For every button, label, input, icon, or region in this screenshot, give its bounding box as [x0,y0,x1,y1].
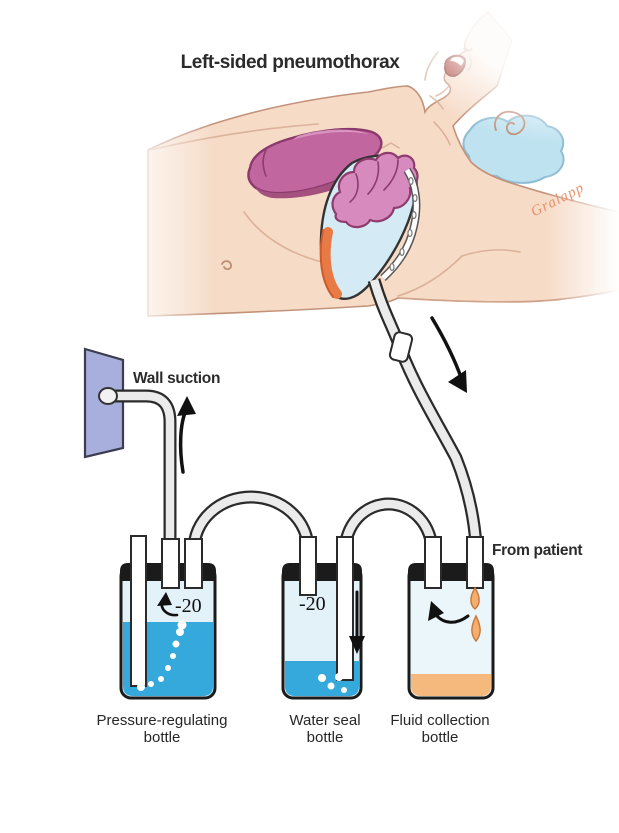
skin-chevron [381,142,400,149]
bottle2-arrow-head [349,636,365,654]
falling-droplet [471,614,481,643]
bottle2-seal-tube [336,536,354,681]
collapsed-lung-crease-2 [367,161,380,195]
bottle1-label-line2: bottle [143,729,181,746]
bottle2-label-line1: Water seal [289,712,361,729]
bottle-pressure-regulating [119,535,217,700]
chest-tube-hole [411,211,417,220]
bottle2-label-line2: bottle [306,729,344,746]
suction-tube [107,391,175,545]
belly-button [221,260,232,271]
wall-suction-unit [83,347,177,545]
chest-tube-hole [399,248,405,257]
arm-right-fade [545,175,619,315]
effusion-edge [319,229,334,298]
bottle1-label: Pressure-regulating bottle [77,712,247,746]
bottle1-arc-port [184,538,203,589]
page-title: Left-sided pneumothorax [180,52,400,73]
bottle1-suction-port [161,538,180,589]
patient-tube [367,278,483,546]
collapsed-lung-crease-3 [383,159,399,191]
left-body-fade [120,70,215,330]
flow-arrow-head [448,370,467,393]
from-patient-label: From patient [492,542,583,559]
suction-up-arrow [177,396,196,474]
bottle1-arrow-head [157,592,172,606]
suction-arrow-head [177,396,196,416]
bottle2-label: Water seal bottle [240,712,410,746]
arm-lower-line [397,297,561,303]
pleural-effusion [319,227,342,299]
chest-tube-hole [389,263,395,272]
tube-connector [388,331,414,363]
right-lung-fold [262,149,267,177]
chest-tube [380,167,421,281]
bottle-water-seal [281,536,365,700]
bottle3-arrow-head [428,601,444,621]
wall-suction-port-hole [98,387,118,405]
flow-arrow-shaft [430,316,464,382]
bottle2-bubbles [318,673,347,693]
bottle3-fluid [411,674,491,696]
patient-illustration [120,0,619,330]
bottle2-pressure-value: -20 [299,593,326,615]
chest-tube-hole [407,229,413,238]
right-lung-highlight [292,129,368,140]
collapsed-lung-crease-1 [349,173,359,203]
bottle2-inlet-port [299,536,317,596]
chest-tube-hole [412,194,418,203]
wall-suction-label: Wall suction [133,370,221,387]
bottle1-pressure-value: -20 [175,595,202,617]
arc-tube-2 [340,499,437,563]
left-lung-collapsed [331,151,419,229]
bottle1-vent-tube [130,535,147,687]
armpit-fold [397,249,521,297]
bottle3-outlet-port [424,536,442,589]
suction-arrow-shaft [178,408,188,474]
patient-tube-inner [369,278,481,546]
hanging-droplet [470,586,480,610]
bottle3-label-line2: bottle [421,729,459,746]
arc-tube-1 [189,492,313,563]
bottle-tubing [187,490,439,563]
bottle3-label-line1: Fluid collection [390,712,490,729]
chest-tube-hole [408,177,414,186]
bottle3-arrow-shaft [434,613,470,624]
bottle1-label-line1: Pressure-regulating [96,712,228,729]
bottle3-label: Fluid collection bottle [355,712,525,746]
bottle3-inlet-port [466,536,484,589]
head-fade [400,0,619,150]
bottle1-bubbles [137,620,187,691]
effusion-crescent [320,227,342,299]
bottle-fluid-collection [407,536,495,700]
